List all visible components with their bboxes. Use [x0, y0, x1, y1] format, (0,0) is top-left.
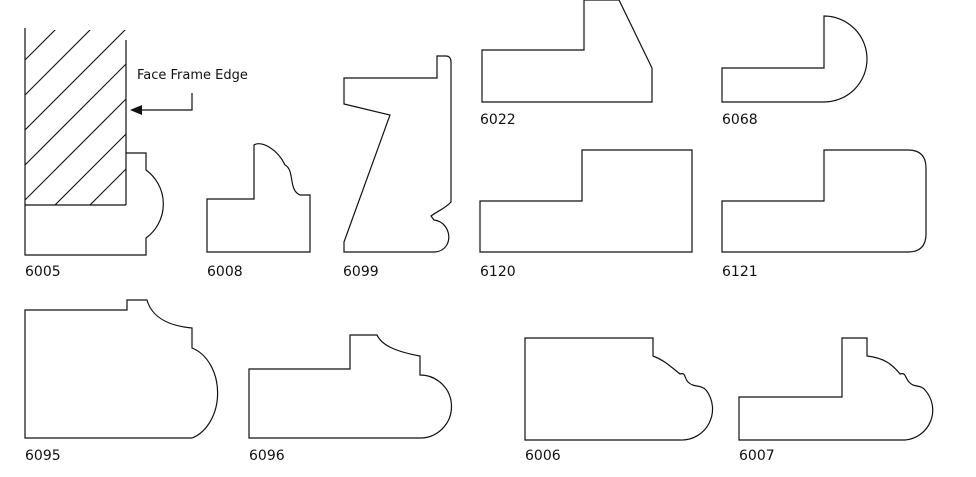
- label-6121: 6121: [722, 264, 758, 280]
- profile-6007: [738, 337, 934, 441]
- face-frame-edge-label: Face Frame Edge: [137, 68, 248, 83]
- label-6096: 6096: [249, 448, 285, 464]
- label-6007: 6007: [739, 448, 775, 464]
- label-6068: 6068: [722, 112, 758, 128]
- profile-6120: [479, 149, 693, 253]
- label-6006: 6006: [525, 448, 561, 464]
- profile-6022: [481, 0, 653, 103]
- arrow-head: [130, 105, 142, 115]
- label-6099: 6099: [343, 264, 379, 280]
- label-6120: 6120: [480, 264, 516, 280]
- profile-6008: [206, 143, 311, 253]
- label-6022: 6022: [480, 112, 516, 128]
- profile-6096: [248, 334, 453, 439]
- profile-6099: [343, 55, 452, 253]
- label-6008: 6008: [207, 264, 243, 280]
- face-frame-hatch: [25, 30, 126, 205]
- profile-6006: [524, 337, 714, 441]
- label-6095: 6095: [25, 448, 61, 464]
- face-frame-edge-callout: Face Frame Edge: [130, 68, 248, 115]
- label-6005: 6005: [25, 264, 61, 280]
- profile-6095: [24, 299, 219, 439]
- profile-6005: [24, 28, 164, 256]
- profile-6068: [721, 15, 868, 103]
- profile-6121: [721, 149, 927, 253]
